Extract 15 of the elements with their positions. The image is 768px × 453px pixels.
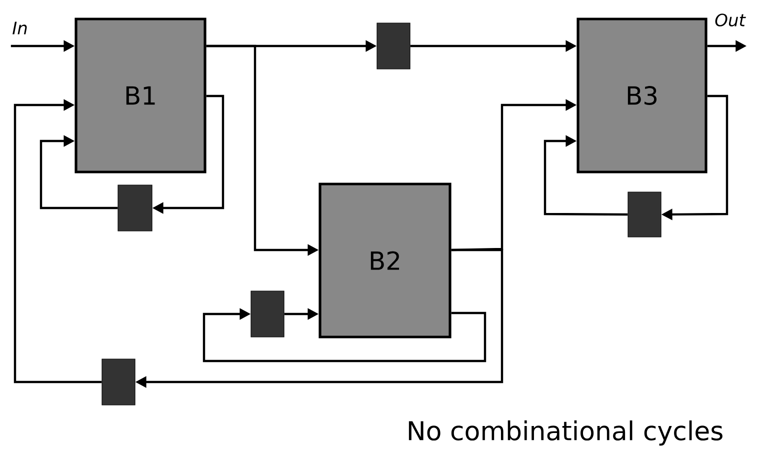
register-box — [250, 290, 284, 338]
block-box: B3 — [576, 18, 708, 174]
arrow — [544, 135, 628, 216]
register-box — [118, 184, 152, 232]
register-box — [102, 358, 136, 406]
block-box: B1 — [74, 18, 206, 174]
block-box: B2 — [318, 182, 452, 338]
signal-label: In — [12, 22, 27, 34]
arrow — [40, 135, 118, 210]
signal-label: Out — [715, 14, 746, 26]
register-box — [628, 192, 662, 238]
note-text: No combinational cycles — [408, 420, 722, 446]
register-box — [376, 22, 410, 70]
arrow — [14, 99, 102, 384]
arrow — [202, 308, 486, 362]
